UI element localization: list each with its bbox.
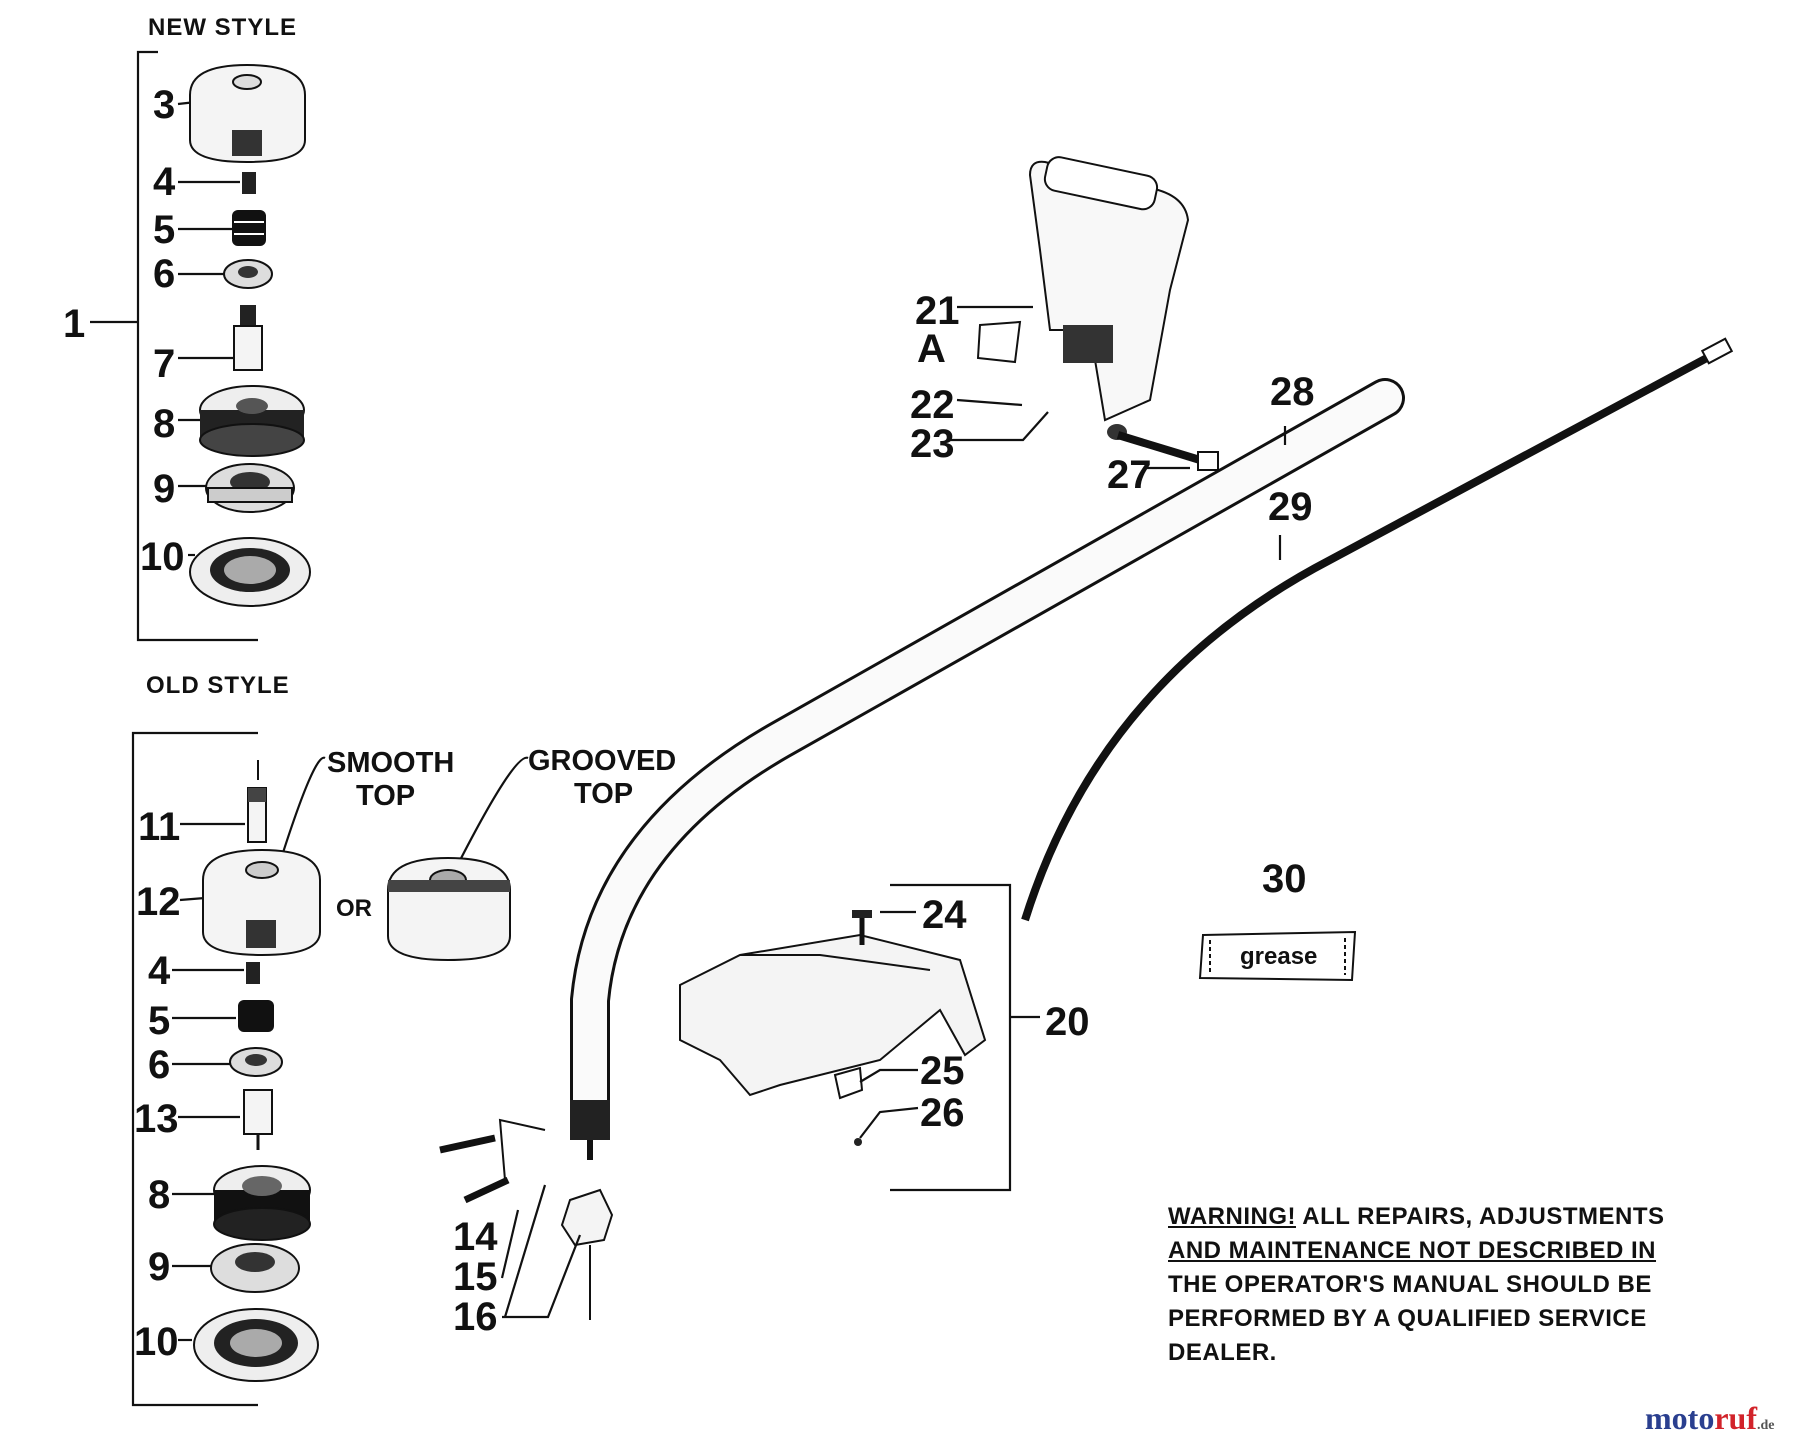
handle-leaders bbox=[950, 305, 1190, 470]
callout-29: 29 bbox=[1268, 485, 1313, 529]
callout-5: 5 bbox=[153, 208, 175, 252]
old-style-parts bbox=[193, 760, 511, 1382]
warning-line-1: ALL REPAIRS, ADJUSTMENTS bbox=[1295, 1203, 1665, 1230]
callout-10b: 10 bbox=[134, 1320, 179, 1364]
new-style-heading: NEW STYLE bbox=[148, 14, 297, 41]
callout-15: 15 bbox=[453, 1255, 498, 1299]
smooth-top-label: TOP bbox=[356, 780, 415, 812]
bolt-27 bbox=[1116, 431, 1219, 471]
callout-7: 7 bbox=[153, 342, 175, 386]
callout-6b: 6 bbox=[148, 1043, 170, 1087]
callout-23: 23 bbox=[910, 422, 955, 466]
flex-cable bbox=[1021, 337, 1734, 922]
new-style-parts bbox=[189, 63, 311, 607]
brand-part-b: ruf bbox=[1714, 1400, 1757, 1436]
callout-28: 28 bbox=[1270, 370, 1315, 414]
warning-line-2: AND MAINTENANCE NOT DESCRIBED IN bbox=[1168, 1237, 1657, 1264]
or-label: OR bbox=[336, 895, 372, 922]
deflector-assembly bbox=[439, 910, 987, 1320]
callout-27: 27 bbox=[1107, 453, 1152, 497]
old-style-bracket bbox=[131, 731, 258, 1407]
callout-6: 6 bbox=[153, 252, 175, 296]
shaft-tube bbox=[570, 378, 1405, 1160]
callout-9: 9 bbox=[153, 467, 175, 511]
callout-25: 25 bbox=[920, 1049, 965, 1093]
callout-1: 1 bbox=[63, 302, 85, 346]
callout-16: 16 bbox=[453, 1295, 498, 1339]
callout-11: 11 bbox=[138, 805, 180, 849]
warning-line-3: THE OPERATOR'S MANUAL SHOULD BE bbox=[1168, 1271, 1652, 1298]
handle-assembly bbox=[976, 156, 1190, 440]
callout-A: A bbox=[917, 327, 946, 371]
callout-13: 13 bbox=[134, 1097, 179, 1141]
deflector-leaders bbox=[500, 883, 1040, 1319]
callout-5b: 5 bbox=[148, 999, 170, 1043]
grooved-label: GROOVED bbox=[528, 745, 676, 777]
callout-8b: 8 bbox=[148, 1173, 170, 1217]
callout-12: 12 bbox=[136, 880, 181, 924]
callout-20: 20 bbox=[1045, 1000, 1090, 1044]
callout-26: 26 bbox=[920, 1091, 965, 1135]
brand-part-a: moto bbox=[1645, 1400, 1715, 1436]
callout-22: 22 bbox=[910, 383, 955, 427]
warning-line-5: DEALER. bbox=[1168, 1339, 1277, 1366]
callout-30: 30 bbox=[1262, 857, 1307, 901]
leaders-old-style bbox=[172, 822, 245, 1342]
callout-14: 14 bbox=[453, 1215, 498, 1259]
old-style-heading: OLD STYLE bbox=[146, 672, 290, 699]
callout-4: 4 bbox=[153, 160, 176, 204]
callout-3: 3 bbox=[153, 83, 175, 127]
grease-label: grease bbox=[1240, 943, 1317, 970]
callout-10: 10 bbox=[140, 535, 185, 579]
new-style-bracket bbox=[136, 50, 258, 642]
callout-8: 8 bbox=[153, 402, 175, 446]
smooth-label: SMOOTH bbox=[327, 747, 454, 779]
warning-word: WARNING! bbox=[1168, 1203, 1296, 1230]
grease-pack bbox=[1198, 930, 1357, 982]
callout-21: 21 bbox=[915, 289, 960, 333]
brand-watermark: motoruf.de bbox=[1645, 1400, 1774, 1437]
callout-9b: 9 bbox=[148, 1245, 170, 1289]
callout-24: 24 bbox=[922, 893, 967, 937]
grooved-top-label: TOP bbox=[574, 778, 633, 810]
warning-line-4: PERFORMED BY A QUALIFIED SERVICE bbox=[1168, 1305, 1647, 1332]
warning-note: WARNING! ALL REPAIRS, ADJUSTMENTS AND MA… bbox=[1168, 1200, 1768, 1370]
callout-4b: 4 bbox=[148, 949, 171, 993]
brand-suffix: .de bbox=[1756, 1418, 1775, 1433]
label-leaders bbox=[278, 756, 529, 873]
